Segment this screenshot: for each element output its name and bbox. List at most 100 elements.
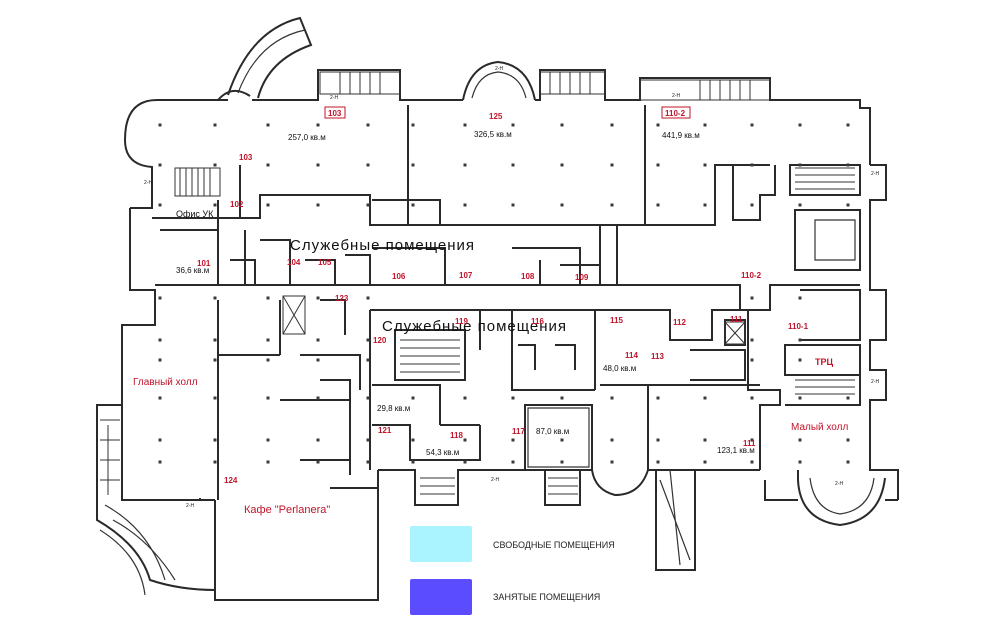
column-marker <box>703 460 707 464</box>
column-marker <box>463 203 467 207</box>
column-marker <box>610 438 614 442</box>
column-marker <box>750 123 754 127</box>
column-marker <box>798 438 802 442</box>
column-marker <box>158 338 162 342</box>
outer-walls <box>96 16 899 601</box>
column-marker <box>703 203 707 207</box>
service-label-mid: Служебные помещения <box>382 318 567 335</box>
column-marker <box>560 460 564 464</box>
column-marker <box>316 460 320 464</box>
room-120: 120 <box>373 336 387 345</box>
column-marker <box>463 460 467 464</box>
room-103-box <box>324 106 346 119</box>
column-marker <box>366 338 370 342</box>
column-marker <box>366 296 370 300</box>
room-108: 108 <box>521 272 535 281</box>
area-54: 54,3 кв.м <box>426 448 459 457</box>
column-marker <box>463 438 467 442</box>
stair-mark-3: 2-Н <box>672 93 680 99</box>
legend-free-label: СВОБОДНЫЕ ПОМЕЩЕНИЯ <box>493 540 615 550</box>
column-marker <box>703 163 707 167</box>
room-111-a: 111 <box>730 315 743 324</box>
area-36: 36,6 кв.м <box>176 266 209 275</box>
column-marker <box>846 203 850 207</box>
column-marker <box>463 163 467 167</box>
column-marker <box>511 123 515 127</box>
column-marker <box>656 123 660 127</box>
column-marker <box>213 438 217 442</box>
stair-top-right-b <box>639 79 771 101</box>
column-marker <box>158 296 162 300</box>
room-109: 109 <box>575 273 589 282</box>
column-marker <box>798 358 802 362</box>
room-125: 125 <box>489 112 503 121</box>
stair-top-center <box>319 71 401 95</box>
stair-mark-7: 2-Н <box>491 477 499 483</box>
column-marker <box>158 396 162 400</box>
stair-right <box>795 167 855 395</box>
column-marker <box>656 438 660 442</box>
column-marker <box>266 438 270 442</box>
room-112: 112 <box>673 318 686 327</box>
column-marker <box>266 358 270 362</box>
column-marker <box>750 358 754 362</box>
column-marker <box>798 296 802 300</box>
column-marker <box>846 163 850 167</box>
column-marker <box>213 296 217 300</box>
room-110-1: 110-1 <box>788 322 809 331</box>
room-117: 117 <box>512 427 525 436</box>
column-marker <box>366 396 370 400</box>
legend: СВОБОДНЫЕ ПОМЕЩЕНИЯ ЗАНЯТЫЕ ПОМЕЩЕНИЯ <box>410 526 615 615</box>
column-marker <box>610 396 614 400</box>
stair-bottom <box>420 477 578 495</box>
stair-mark-6: 2-Н <box>871 379 879 385</box>
column-marker <box>213 396 217 400</box>
column-marker <box>411 460 415 464</box>
column-marker <box>366 358 370 362</box>
column-marker <box>366 163 370 167</box>
legend-occupied-label: ЗАНЯТЫЕ ПОМЕЩЕНИЯ <box>493 592 600 602</box>
room-105: 105 <box>318 258 332 267</box>
column-marker <box>213 163 217 167</box>
room-101: 101 <box>197 259 211 268</box>
room-115: 115 <box>610 316 623 325</box>
column-marker <box>316 163 320 167</box>
area-441: 441,9 кв.м <box>662 131 700 140</box>
area-48: 48,0 кв.м <box>603 364 636 373</box>
column-marker <box>798 460 802 464</box>
column-marker <box>266 123 270 127</box>
column-marker <box>750 163 754 167</box>
stair-mark-8: 2-Н <box>186 503 194 509</box>
column-marker <box>511 203 515 207</box>
column-marker <box>656 460 660 464</box>
room-103: 103 <box>328 109 342 118</box>
column-marker <box>266 460 270 464</box>
column-marker <box>463 123 467 127</box>
small-hall-label: Малый холл <box>791 422 848 433</box>
column-marker <box>560 203 564 207</box>
room-106: 106 <box>392 272 406 281</box>
room-118: 118 <box>450 431 463 440</box>
room-102: 102 <box>230 200 244 209</box>
room-110-2-top: 110-2 <box>665 109 686 118</box>
column-marker <box>798 163 802 167</box>
room-124: 124 <box>224 476 238 485</box>
column-marker <box>750 203 754 207</box>
column-marker <box>846 438 850 442</box>
interior-walls <box>152 105 861 500</box>
column-marker <box>511 396 515 400</box>
room-119: 119 <box>455 317 468 326</box>
column-marker <box>798 203 802 207</box>
column-marker <box>213 338 217 342</box>
column-marker <box>798 123 802 127</box>
column-marker <box>411 438 415 442</box>
stair-center <box>400 339 460 373</box>
column-marker <box>266 163 270 167</box>
column-marker <box>158 203 162 207</box>
column-marker <box>560 123 564 127</box>
column-marker <box>366 438 370 442</box>
column-marker <box>846 396 850 400</box>
column-marker <box>411 396 415 400</box>
column-marker <box>316 396 320 400</box>
column-marker <box>158 123 162 127</box>
